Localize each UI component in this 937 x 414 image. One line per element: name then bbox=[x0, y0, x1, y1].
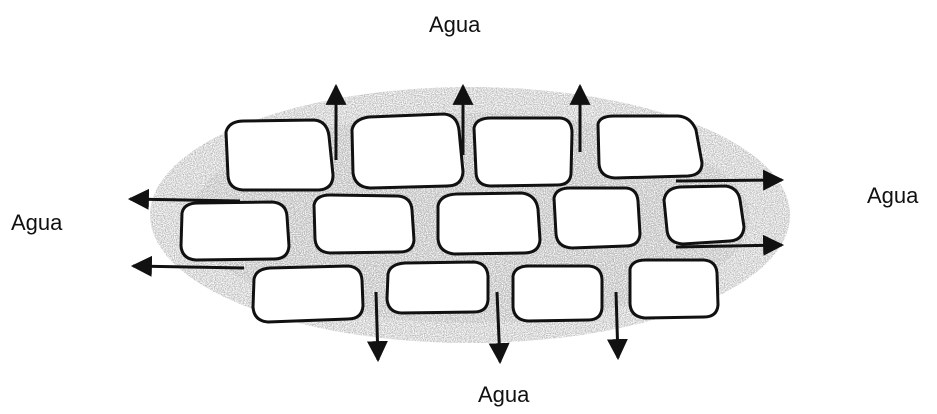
block bbox=[387, 262, 488, 313]
block bbox=[181, 202, 289, 260]
arrow-left bbox=[130, 199, 240, 201]
block bbox=[438, 193, 540, 254]
label-bottom: Agua bbox=[478, 382, 529, 408]
arrow-down bbox=[616, 292, 618, 358]
label-top: Agua bbox=[429, 12, 480, 38]
block bbox=[664, 186, 744, 244]
label-right: Agua bbox=[867, 183, 918, 209]
block bbox=[253, 266, 363, 322]
arrow-right bbox=[676, 245, 782, 247]
arrow-left bbox=[133, 266, 244, 268]
block bbox=[352, 114, 463, 188]
block bbox=[554, 188, 640, 248]
arrow-right bbox=[676, 180, 782, 181]
block bbox=[474, 118, 572, 186]
block bbox=[598, 116, 702, 178]
block bbox=[314, 195, 414, 253]
label-left: Agua bbox=[11, 210, 62, 236]
arrow-down bbox=[376, 292, 378, 360]
block bbox=[630, 260, 718, 318]
block bbox=[226, 120, 333, 190]
block bbox=[513, 266, 602, 321]
